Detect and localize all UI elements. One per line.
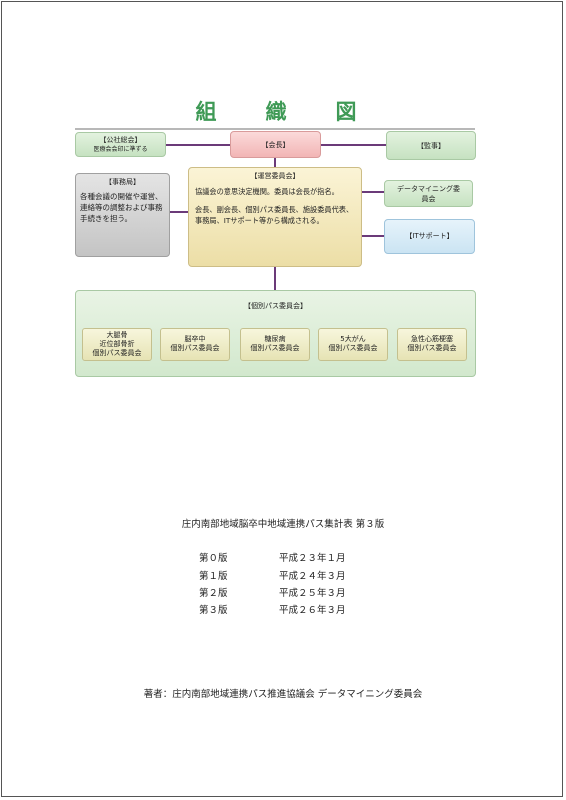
- office-label: 【事務局】: [105, 178, 140, 186]
- subcommittee-line: 個別パス委員会: [407, 344, 457, 352]
- assembly-text: 医療会会印に準ずる: [93, 146, 148, 153]
- connector-line: [165, 144, 230, 146]
- datamining-box: データマイニング委員会: [384, 180, 473, 207]
- version-edition: 第０版: [199, 553, 228, 564]
- it-support-box: 【ITサポート】: [384, 219, 475, 254]
- subcommittee-box: 大腿骨 近位部骨折 個別パス委員会: [82, 328, 152, 361]
- version-date: 平成２３年１月: [279, 553, 346, 564]
- subcommittee-box: 糖尿病 個別パス委員会: [240, 328, 310, 361]
- version-date: 平成２６年３月: [279, 605, 346, 616]
- subcommittee-line: 糖尿病: [264, 335, 286, 343]
- committee-text-2: 会長、副会長、個別パス委員長、施設委員代表、事務局、ITサポート等から構成される…: [195, 205, 354, 225]
- org-chart-title: 組 織 図: [195, 100, 371, 124]
- committee-box: 【運営委員会】 協議会の意思決定機関。委員は会長が指名。 会長、副会長、個別パス…: [188, 167, 362, 267]
- subcommittee-line: 個別パス委員会: [250, 344, 300, 352]
- version-edition: 第３版: [199, 605, 228, 616]
- subcommittee-box: 急性心筋梗塞 個別パス委員会: [397, 328, 467, 361]
- chair-label: 【会長】: [261, 141, 290, 149]
- connector-line: [274, 267, 276, 291]
- subcommittee-line: 5大がん: [340, 335, 366, 343]
- version-edition: 第２版: [199, 588, 228, 599]
- connector-line: [362, 235, 384, 237]
- assembly-box: 【公社総会】 医療会会印に準ずる: [75, 132, 166, 157]
- subcommittee-box: 脳卒中 個別パス委員会: [160, 328, 230, 361]
- assembly-label: 【公社総会】: [99, 136, 142, 144]
- office-box: 【事務局】 各種会議の開催や運営、連絡等の調整および事務手続きを担う。: [75, 173, 170, 257]
- office-text: 各種会議の開催や運営、連絡等の調整および事務手続きを担う。: [80, 192, 163, 223]
- connector-line: [362, 191, 384, 193]
- subcommittee-line: 急性心筋梗塞: [411, 335, 453, 343]
- audit-label: 【監事】: [417, 142, 445, 150]
- version-date: 平成２４年３月: [279, 571, 346, 582]
- connector-line: [169, 211, 189, 213]
- author-line: 著者：庄内南部地域連携パス推進協議会 データマイニング委員会: [143, 689, 423, 700]
- it-support-label: 【ITサポート】: [405, 232, 454, 240]
- subcommittee-line: 個別パス委員会: [328, 344, 378, 352]
- subcommittee-line: 脳卒中: [184, 335, 206, 343]
- connector-line: [320, 144, 386, 146]
- path-committee-label: 【個別パス委員会】: [244, 302, 307, 310]
- audit-box: 【監事】: [386, 131, 476, 160]
- subcommittee-box: 5大がん 個別パス委員会: [318, 328, 388, 361]
- committee-label: 【運営委員会】: [250, 172, 300, 180]
- committee-text-1: 協議会の意思決定機関。委員は会長が指名。: [195, 187, 339, 196]
- chair-box: 【会長】: [230, 131, 321, 158]
- subcommittee-line: 個別パス委員会: [92, 349, 142, 357]
- connector-line: [274, 157, 276, 168]
- subcommittee-line: 個別パス委員会: [170, 344, 220, 352]
- connector-line: [75, 128, 475, 130]
- subcommittee-line: 近位部骨折: [99, 340, 135, 348]
- document-title: 庄内南部地域脳卒中地域連携パス集計表 第３版: [181, 519, 385, 530]
- version-date: 平成２５年３月: [279, 588, 346, 599]
- subcommittee-line: 大腿骨: [106, 331, 128, 339]
- datamining-label: データマイニング委員会: [397, 185, 460, 203]
- version-edition: 第１版: [199, 571, 228, 582]
